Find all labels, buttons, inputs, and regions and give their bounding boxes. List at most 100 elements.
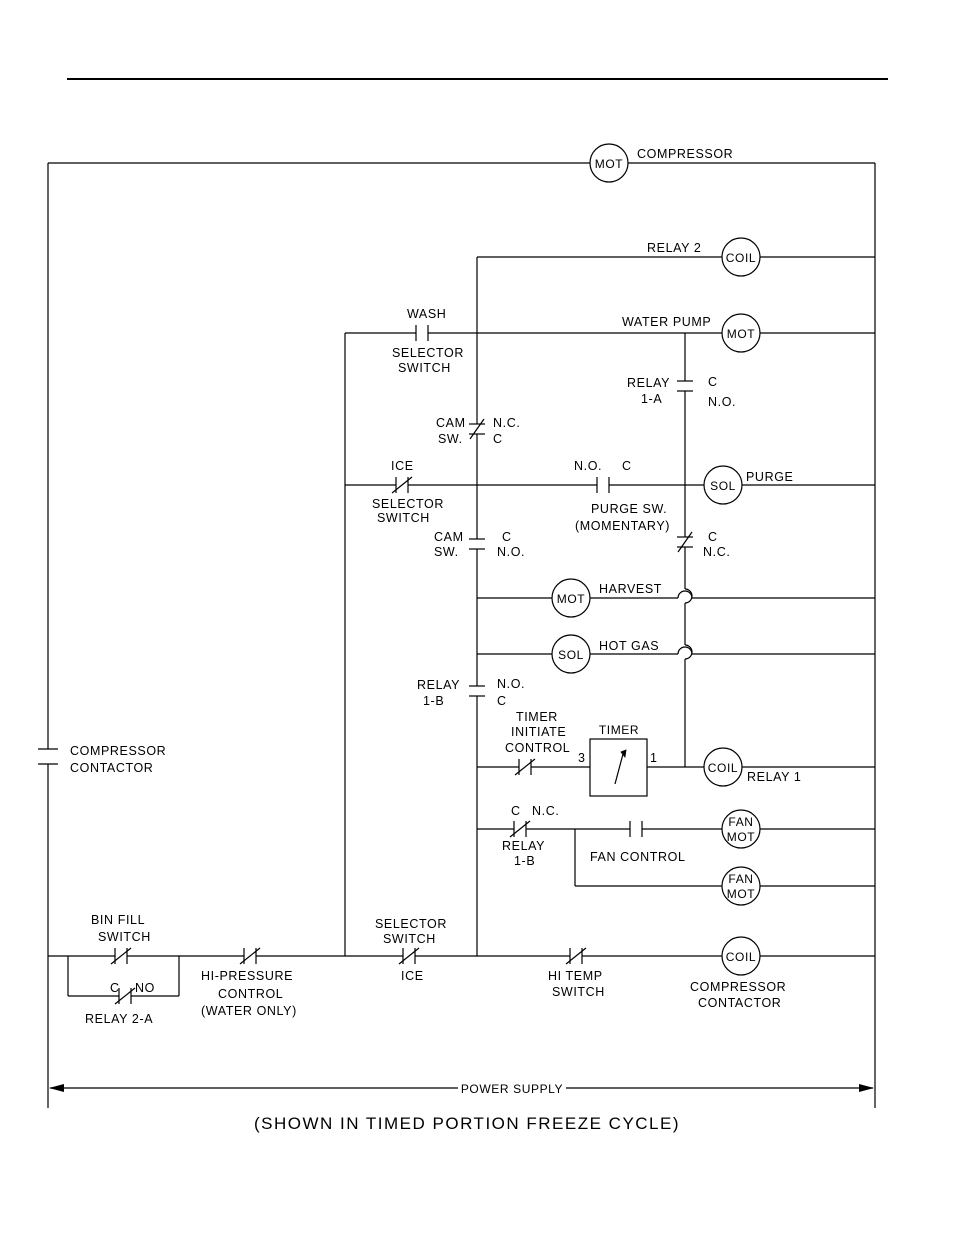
cam-sw2-label-1: CAM — [434, 530, 464, 544]
compressor-contactor-label-2: CONTACTOR — [70, 761, 153, 775]
timer-pin-3: 3 — [578, 751, 586, 765]
purge-nc-contact — [677, 531, 693, 553]
purge-switch-contact — [596, 477, 610, 493]
wires — [47, 162, 876, 1108]
comp-contactor-bottom-label-1: COMPRESSOR — [690, 980, 786, 994]
timer-initiate-label-3: CONTROL — [505, 741, 570, 755]
relay-2a-c: C — [110, 981, 120, 995]
compressor-motor — [589, 143, 629, 183]
timer-pin-1: 1 — [650, 751, 658, 765]
relay-2a-contact — [114, 987, 136, 1005]
relay-1b-c: C — [497, 694, 507, 708]
cam-switch-2-contact — [469, 538, 485, 550]
relay-1b-lower-nc: N.C. — [532, 804, 559, 818]
timer-box — [589, 738, 648, 797]
relay-1b-no: N.O. — [497, 677, 525, 691]
cam-sw1-label-2: SW. — [438, 432, 463, 446]
ice-selector-contact — [391, 476, 413, 494]
hi-temp-contact — [565, 947, 587, 965]
selector-bottom-ice: ICE — [401, 969, 424, 983]
fan-control-label: FAN CONTROL — [590, 850, 686, 864]
power-supply-label: POWER SUPPLY — [461, 1082, 563, 1096]
purge-no: N.O. — [574, 459, 602, 473]
hi-pressure-label-1: HI-PRESSURE — [201, 969, 293, 983]
relay-1b-label-1: RELAY — [417, 678, 460, 692]
relay-1a-no: N.O. — [708, 395, 736, 409]
cam-sw1-c: C — [493, 432, 503, 446]
relay-2-label: RELAY 2 — [647, 241, 701, 255]
wash-selector-label-2: SWITCH — [398, 361, 451, 375]
compressor-contactor-coil-label: COIL — [726, 950, 756, 964]
timer-label: TIMER — [599, 723, 639, 737]
labels: COMPRESSOR RELAY 2 WASH SELECTOR SWITCH … — [70, 147, 801, 1026]
timer-initiate-label-1: TIMER — [516, 710, 558, 724]
relay-1b-contact — [469, 685, 485, 697]
purge-c: C — [622, 459, 632, 473]
fan-motor-1-label-a: FAN — [728, 815, 753, 829]
cam-switch-1-contact — [469, 418, 485, 440]
compressor-contactor-label-1: COMPRESSOR — [70, 744, 166, 758]
cam-sw1-nc: N.C. — [493, 416, 520, 430]
hi-pressure-label-2: CONTROL — [218, 987, 283, 1001]
fan-motor-1 — [721, 809, 761, 849]
purge-label: PURGE — [746, 470, 793, 484]
comp-contactor-bottom-label-2: CONTACTOR — [698, 996, 781, 1010]
bin-fill-label-2: SWITCH — [98, 930, 151, 944]
relay-1a-label-1: RELAY — [627, 376, 670, 390]
relay-1-label: RELAY 1 — [747, 770, 801, 784]
ice-selector-label-2: SWITCH — [377, 511, 430, 525]
compressor-contactor-contact — [38, 748, 58, 765]
power-supply-dimension: POWER SUPPLY — [49, 1082, 874, 1096]
wash-selector-contact — [415, 325, 429, 341]
cam-sw2-label-2: SW. — [434, 545, 459, 559]
relay-1b-lower-label-1: RELAY — [502, 839, 545, 853]
cam-sw2-c: C — [502, 530, 512, 544]
harvest-motor — [551, 578, 591, 618]
hi-pressure-contact — [239, 947, 261, 965]
ice-selector-label-1: SELECTOR — [372, 497, 444, 511]
fan-motor-2-label-b: MOT — [727, 887, 756, 901]
hi-temp-label-2: SWITCH — [552, 985, 605, 999]
water-pump-motor — [721, 313, 761, 353]
wash-label: WASH — [407, 307, 446, 321]
compressor-label: COMPRESSOR — [637, 147, 733, 161]
bin-fill-switch-contact — [110, 947, 132, 965]
compressor-contactor-coil — [721, 936, 761, 976]
selector-bottom-label-1: SELECTOR — [375, 917, 447, 931]
purge-solenoid — [703, 465, 743, 505]
water-pump-motor-label: MOT — [727, 327, 756, 341]
fan-control-contact — [629, 821, 643, 837]
caption: (SHOWN IN TIMED PORTION FREEZE CYCLE) — [254, 1114, 680, 1133]
cam-sw2-no: N.O. — [497, 545, 525, 559]
compressor-motor-label: MOT — [595, 157, 624, 171]
relay1-coil — [703, 747, 743, 787]
fan-motor-2-label-a: FAN — [728, 872, 753, 886]
fan-motor-2 — [721, 866, 761, 906]
relay-1a-c: C — [708, 375, 718, 389]
relay-1a-label-2: 1-A — [641, 392, 662, 406]
hot-gas-solenoid — [551, 634, 591, 674]
cam-sw1-label-1: CAM — [436, 416, 466, 430]
relay2-coil-label: COIL — [726, 251, 756, 265]
hi-temp-label-1: HI TEMP — [548, 969, 603, 983]
relay-1b-lower-c: C — [511, 804, 521, 818]
hot-gas-label: HOT GAS — [599, 639, 659, 653]
hi-pressure-label-3: (WATER ONLY) — [201, 1004, 297, 1018]
ice-top-label: ICE — [391, 459, 414, 473]
components: MOT COIL MOT SOL MOT SOL COIL FAN MOT FA… — [551, 143, 761, 976]
contacts — [38, 325, 693, 1005]
timer-initiate-label-2: INITIATE — [511, 725, 566, 739]
relay1-coil-label: COIL — [708, 761, 738, 775]
purge-solenoid-label: SOL — [710, 479, 736, 493]
harvest-motor-label: MOT — [557, 592, 586, 606]
bin-fill-label-1: BIN FILL — [91, 913, 145, 927]
selector-ice-contact — [398, 947, 420, 965]
hot-gas-solenoid-label: SOL — [558, 648, 584, 662]
relay-2a-no: NO — [135, 981, 155, 995]
right-c: C — [708, 530, 718, 544]
relay-1a-contact — [677, 380, 693, 392]
purge-sw-label: PURGE SW. — [591, 502, 667, 516]
wash-selector-label-1: SELECTOR — [392, 346, 464, 360]
relay-2a-label: RELAY 2-A — [85, 1012, 153, 1026]
